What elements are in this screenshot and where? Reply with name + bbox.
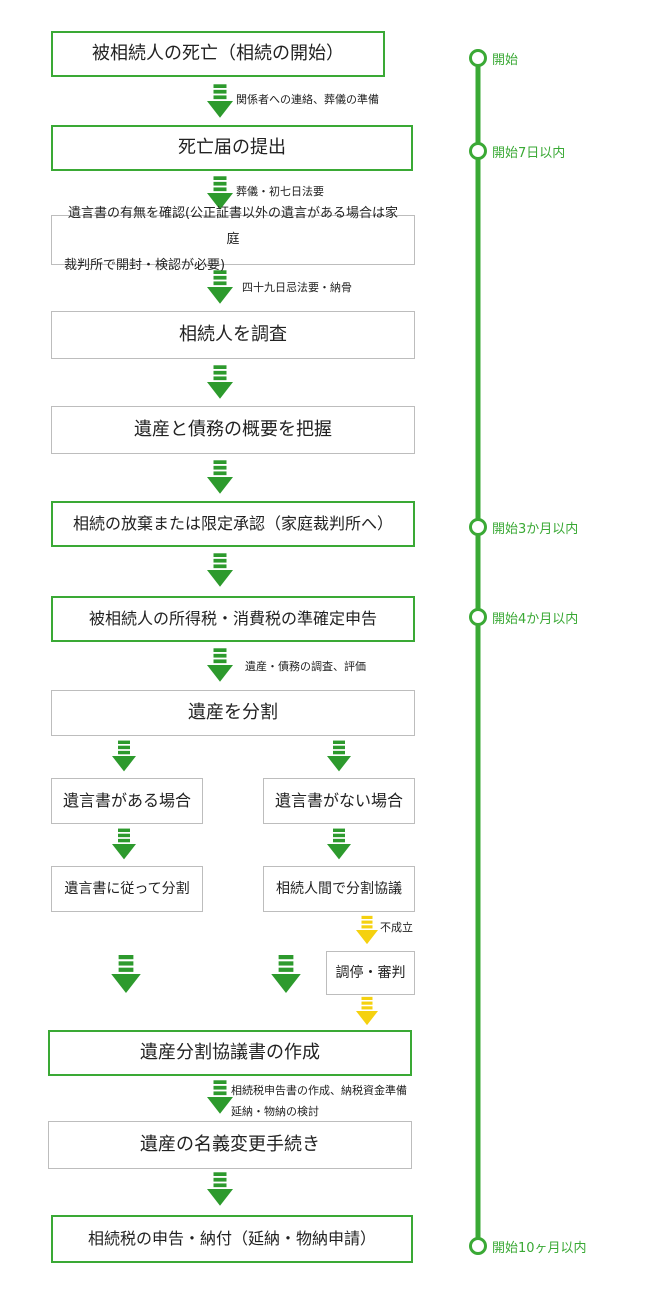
step-divide-per-will: 遺言書に従って分割 xyxy=(51,866,203,912)
arrow-4 xyxy=(207,365,233,399)
timeline-label-start: 開始 xyxy=(492,53,519,68)
timeline-dot-3 xyxy=(469,518,487,536)
step-death-label: 被相続人の死亡（相続の開始） xyxy=(92,43,344,65)
step-estate-division-label: 遺産を分割 xyxy=(188,702,278,724)
arrow-7 xyxy=(207,648,233,682)
step-heir-negotiation-label: 相続人間で分割協議 xyxy=(276,880,402,897)
arrow-split-left xyxy=(112,740,136,772)
step-divide-per-will-label: 遺言書に従って分割 xyxy=(64,880,190,897)
step-division-agreement-label: 遺産分割協議書の作成 xyxy=(140,1042,320,1064)
step-heir-survey-label: 相続人を調査 xyxy=(179,324,287,346)
step-death-notice-label: 死亡届の提出 xyxy=(178,137,286,159)
timeline-label-3months: 開始3か月以内 xyxy=(492,522,579,537)
arrow-12 xyxy=(207,1080,233,1114)
step-tax-filing-label: 相続税の申告・納付（延納・物納申請） xyxy=(87,1228,376,1248)
note-tax-return-prep: 相続税申告書の作成、納税資金準備 xyxy=(231,1084,407,1097)
step-name-change: 遺産の名義変更手続き xyxy=(48,1121,412,1169)
arrow-split-right xyxy=(327,740,351,772)
note-not-concluded: 不成立 xyxy=(380,921,413,934)
step-will-check-line2: 裁判所で開封・検認が必要) xyxy=(64,258,226,273)
step-heir-survey: 相続人を調査 xyxy=(51,311,415,359)
step-quasi-final-return-label: 被相続人の所得税・消費税の準確定申告 xyxy=(88,608,377,628)
step-with-will-label: 遺言書がある場合 xyxy=(62,790,191,810)
arrow-left-2 xyxy=(112,828,136,860)
note-contact-funeral-prep: 関係者への連絡、葬儀の準備 xyxy=(236,93,379,106)
timeline-dot-5 xyxy=(469,1237,487,1255)
step-estate-overview-label: 遺産と債務の概要を把握 xyxy=(134,419,332,441)
step-name-change-label: 遺産の名義変更手続き xyxy=(140,1134,320,1156)
step-with-will: 遺言書がある場合 xyxy=(51,778,203,824)
step-death-notice: 死亡届の提出 xyxy=(51,125,413,171)
step-estate-overview: 遺産と債務の概要を把握 xyxy=(51,406,415,454)
timeline-dot-4 xyxy=(469,608,487,626)
arrow-yellow-2 xyxy=(356,996,378,1026)
step-without-will: 遺言書がない場合 xyxy=(263,778,415,824)
step-mediation: 調停・審判 xyxy=(326,951,415,995)
step-estate-division: 遺産を分割 xyxy=(51,690,415,736)
step-will-check-line1: 遺言書の有無を確認(公正証書以外の遺言がある場合は家庭 xyxy=(67,206,399,247)
timeline-label-7days: 開始7日以内 xyxy=(492,146,566,161)
step-heir-negotiation: 相続人間で分割協議 xyxy=(263,866,415,912)
arrow-1 xyxy=(207,84,233,118)
arrow-right-2 xyxy=(327,828,351,860)
step-division-agreement: 遺産分割協議書の作成 xyxy=(48,1030,412,1076)
step-tax-filing: 相続税の申告・納付（延納・物納申請） xyxy=(51,1215,413,1263)
note-49th-day: 四十九日忌法要・納骨 xyxy=(242,281,352,294)
timeline-label-4months: 開始4か月以内 xyxy=(492,612,579,627)
timeline-dot-2 xyxy=(469,142,487,160)
arrow-6 xyxy=(207,553,233,587)
arrow-merge-left xyxy=(111,955,141,993)
step-death: 被相続人の死亡（相続の開始） xyxy=(51,31,385,77)
note-funeral: 葬儀・初七日法要 xyxy=(236,185,324,198)
arrow-13 xyxy=(207,1172,233,1206)
step-renunciation-label: 相続の放棄または限定承認（家庭裁判所へ） xyxy=(72,513,393,533)
step-quasi-final-return: 被相続人の所得税・消費税の準確定申告 xyxy=(51,596,415,642)
step-will-check: 遺言書の有無を確認(公正証書以外の遺言がある場合は家庭 裁判所で開封・検認が必要… xyxy=(51,206,415,273)
step-without-will-label: 遺言書がない場合 xyxy=(274,790,403,810)
timeline-label-10months: 開始10ヶ月以内 xyxy=(492,1241,587,1256)
step-renunciation: 相続の放棄または限定承認（家庭裁判所へ） xyxy=(51,501,415,547)
note-deferred-payment: 延納・物納の検討 xyxy=(231,1105,319,1118)
step-mediation-label: 調停・審判 xyxy=(335,964,406,981)
timeline-dot-1 xyxy=(469,49,487,67)
arrow-yellow-1 xyxy=(356,915,378,945)
arrow-merge-mid xyxy=(271,955,301,993)
arrow-5 xyxy=(207,460,233,494)
note-estate-valuation: 遺産・債務の調査、評価 xyxy=(245,660,366,673)
